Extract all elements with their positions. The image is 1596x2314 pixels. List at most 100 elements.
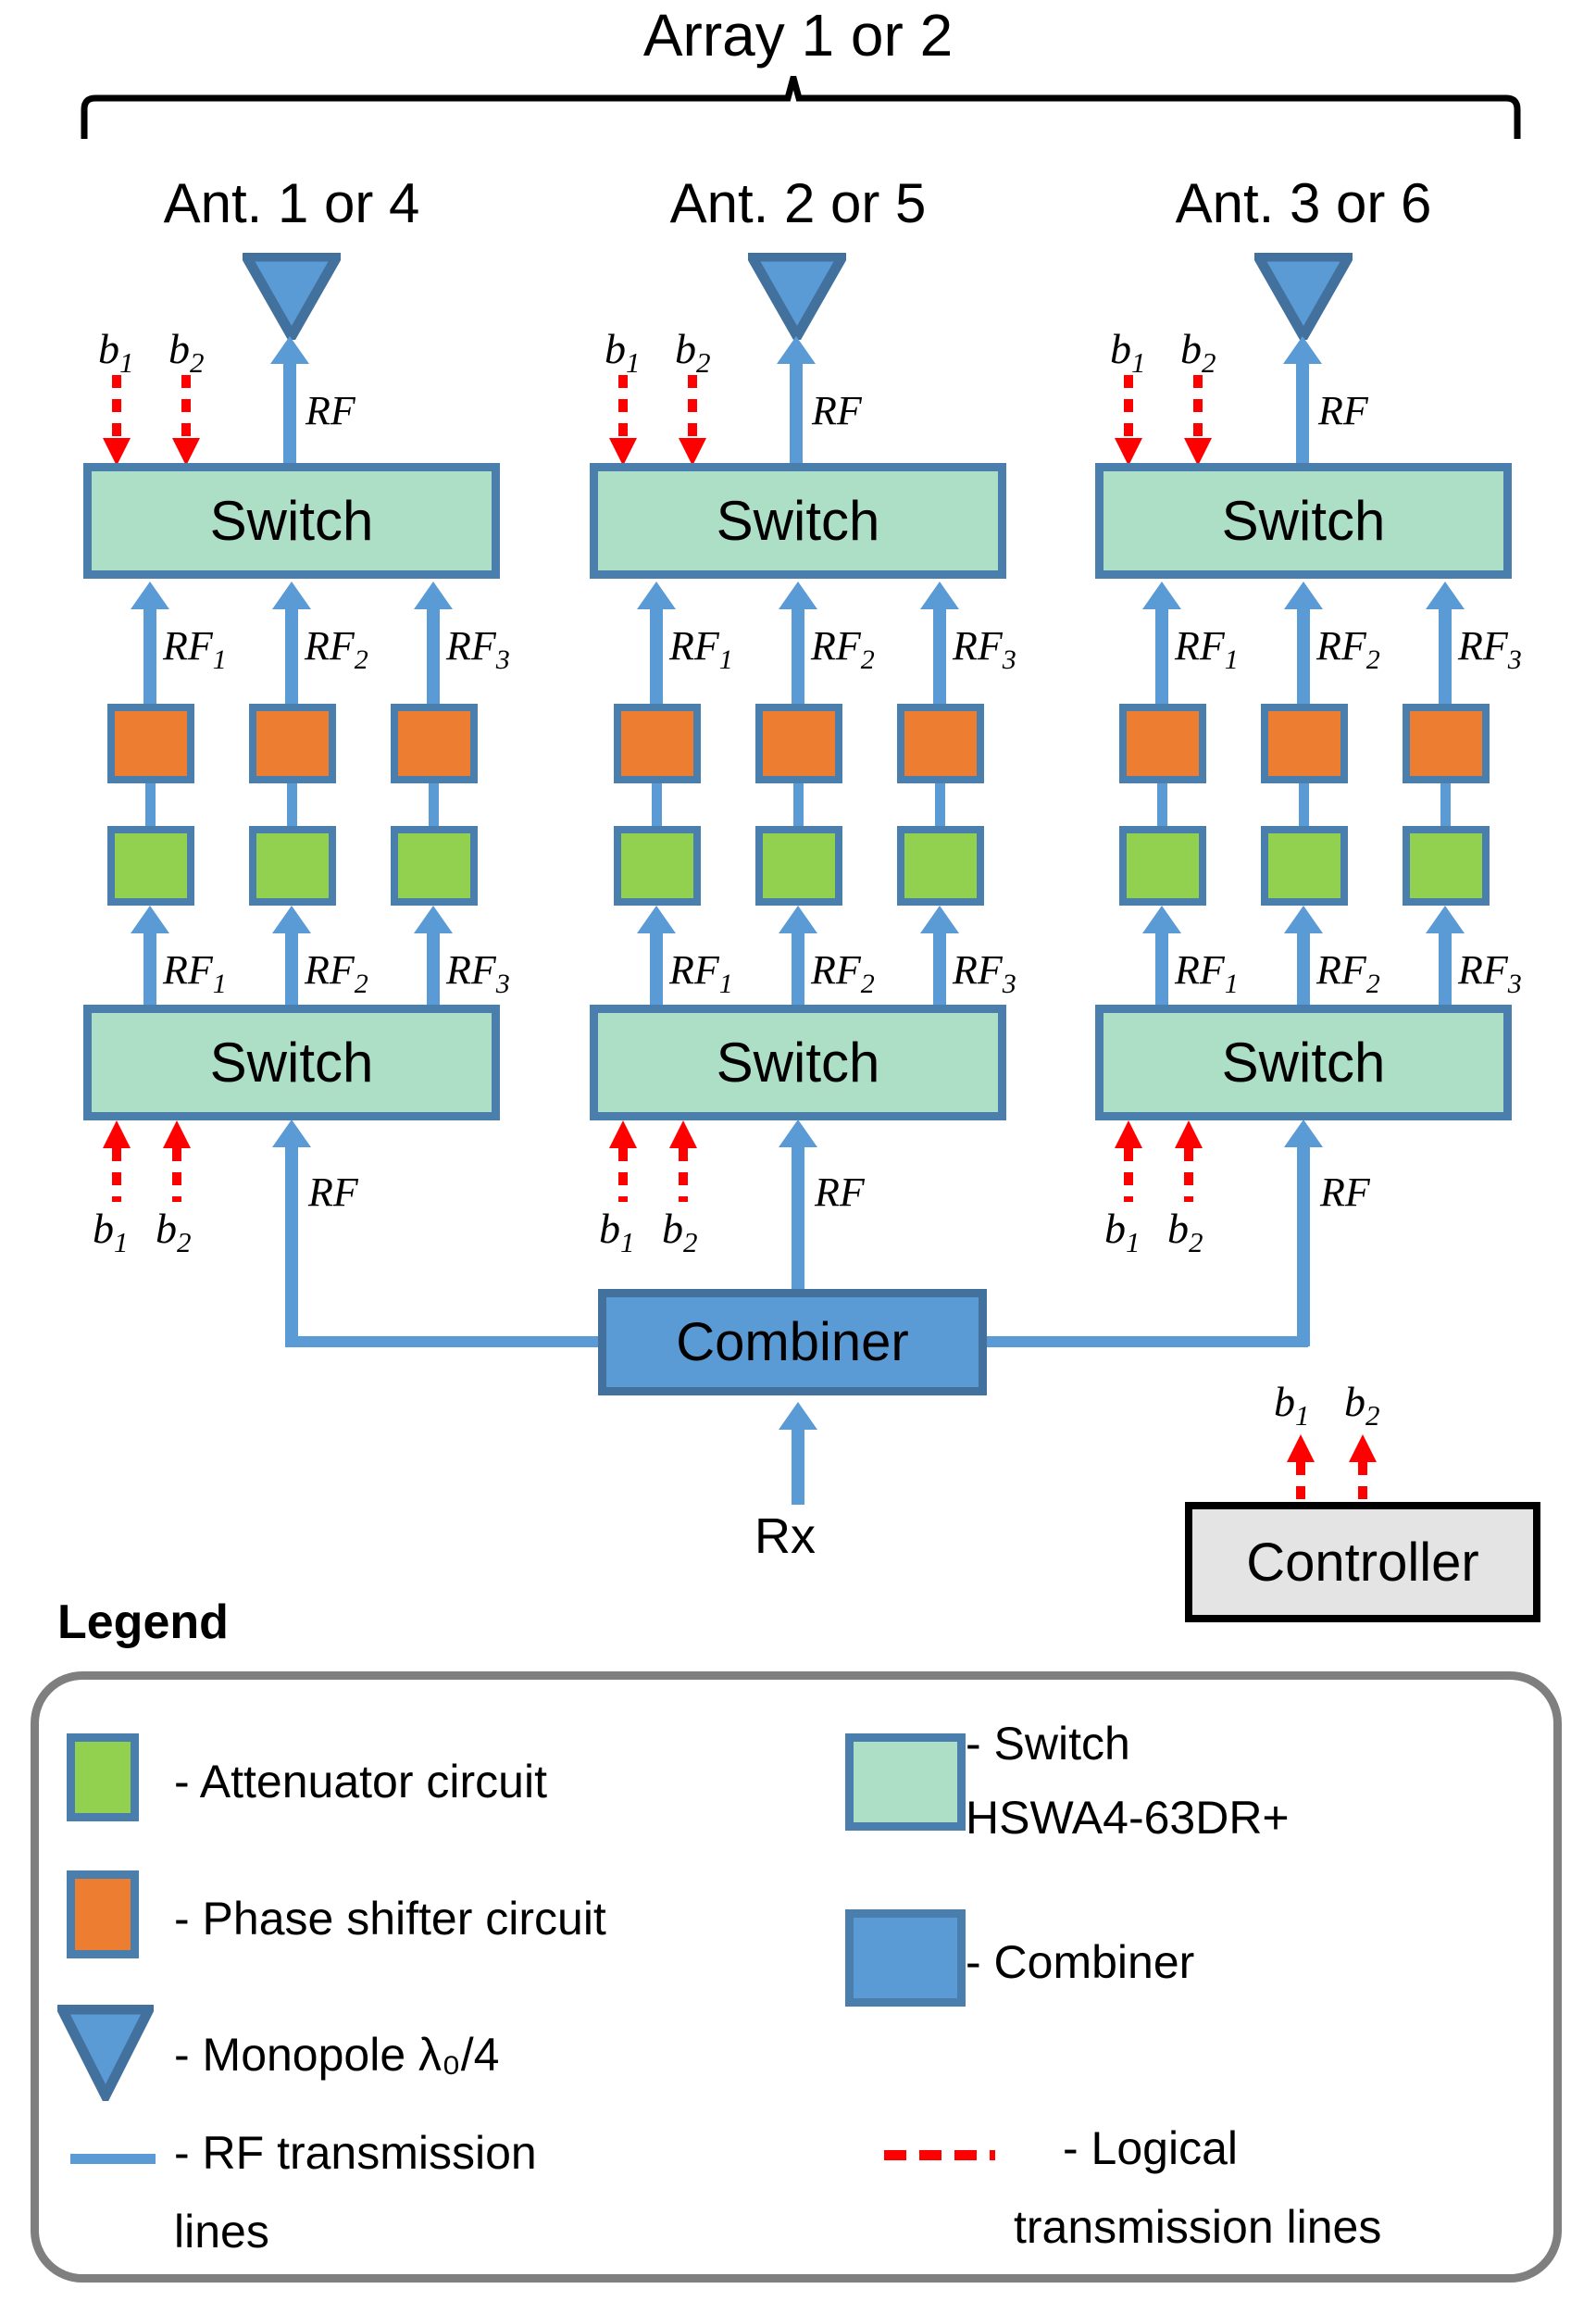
rf1-arrow-upper-1	[131, 582, 169, 609]
phase-shifter-1-2[interactable]	[249, 704, 336, 783]
switch-bottom-3[interactable]: Switch	[1095, 1005, 1512, 1120]
switch-top-2[interactable]: Switch	[590, 463, 1006, 579]
legend-label-phase-shifter: - Phase shifter circuit	[174, 1893, 606, 1945]
controller-block[interactable]: Controller	[1185, 1502, 1540, 1622]
rf-label-combiner-3: RF	[1320, 1170, 1370, 1215]
logic-arrow-top-1a	[103, 438, 131, 466]
monopole-icon-2	[748, 253, 846, 340]
logic-line-bottom-1b	[172, 1148, 181, 1202]
logic-arrow-bottom-1a	[103, 1120, 131, 1148]
rf3-arrow-lower-2	[920, 906, 959, 933]
rf-line-ant-2	[790, 361, 803, 469]
logic-arrow-top-2b	[679, 438, 706, 466]
attenuator-2-2[interactable]	[755, 826, 842, 906]
rf-label-combiner-1: RF	[308, 1170, 358, 1215]
monopole-icon-3	[1254, 253, 1353, 340]
attenuator-1-3[interactable]	[391, 826, 478, 906]
rf2-label-upper-3: RF2	[1316, 623, 1380, 675]
attenuator-3-1[interactable]	[1119, 826, 1206, 906]
attenuator-3-3[interactable]	[1403, 826, 1490, 906]
switch-bottom-2[interactable]: Switch	[590, 1005, 1006, 1120]
switch-top-1[interactable]: Switch	[83, 463, 500, 579]
rf-line-combiner-2	[792, 1144, 804, 1302]
logic-arrow-bottom-2a	[609, 1120, 637, 1148]
rf3-line-upper-2	[933, 607, 946, 704]
rf1-arrow-lower-2	[637, 906, 676, 933]
switch-top-3[interactable]: Switch	[1095, 463, 1512, 579]
controller-logic-line-b	[1358, 1462, 1367, 1503]
rf-line-ant-1	[283, 361, 296, 469]
controller-bit-label-a: b1	[1274, 1378, 1310, 1432]
logic-line-top-2b	[688, 375, 697, 440]
phase-shifter-2-1[interactable]	[614, 704, 701, 783]
attenuator-2-1[interactable]	[614, 826, 701, 906]
bit-label-bottom-3a: b1	[1104, 1205, 1141, 1259]
logic-arrow-bottom-3a	[1115, 1120, 1142, 1148]
rf3-line-upper-1	[427, 607, 440, 704]
rf1-arrow-upper-3	[1142, 582, 1181, 609]
legend-swatch-logic-line	[884, 2150, 995, 2160]
rf2-arrow-lower-1	[272, 906, 311, 933]
legend-swatch-attenuator	[67, 1733, 139, 1821]
attenuator-1-2[interactable]	[249, 826, 336, 906]
controller-logic-arrow-b	[1349, 1434, 1377, 1462]
stub-1-2	[287, 783, 297, 826]
antenna-title-1: Ant. 1 or 4	[163, 172, 420, 234]
legend-swatch-combiner	[845, 1909, 966, 2007]
logic-line-bottom-2a	[618, 1148, 628, 1202]
bit-label-top-3a: b1	[1110, 325, 1146, 380]
rf2-line-upper-2	[792, 607, 804, 704]
bit-label-top-1b: b2	[168, 325, 205, 380]
attenuator-3-2[interactable]	[1261, 826, 1348, 906]
logic-line-bottom-3a	[1124, 1148, 1133, 1202]
phase-shifter-2-2[interactable]	[755, 704, 842, 783]
rf3-line-lower-2	[933, 931, 946, 1028]
rf2-label-lower-3: RF2	[1316, 947, 1380, 999]
logic-line-top-1a	[112, 375, 121, 440]
phase-shifter-1-1[interactable]	[107, 704, 194, 783]
rf3-label-lower-2: RF3	[953, 947, 1016, 999]
legend-label-rf-line-1: - RF transmission	[174, 2127, 537, 2179]
rf2-line-upper-1	[285, 607, 298, 704]
logic-arrow-top-1b	[172, 438, 200, 466]
logic-line-bottom-3b	[1184, 1148, 1193, 1202]
legend-label-switch-2: HSWA4-63DR+	[966, 1792, 1290, 1844]
switch-bottom-1[interactable]: Switch	[83, 1005, 500, 1120]
rf3-line-lower-1	[427, 931, 440, 1028]
attenuator-2-3[interactable]	[897, 826, 984, 906]
legend-label-logic-line-1: - Logical	[1063, 2122, 1238, 2174]
rf3-line-lower-3	[1439, 931, 1452, 1028]
rf-label-ant-2: RF	[812, 388, 862, 433]
rf1-label-lower-3: RF1	[1175, 947, 1239, 999]
phase-shifter-3-3[interactable]	[1403, 704, 1490, 783]
rf1-arrow-upper-2	[637, 582, 676, 609]
stub-3-1	[1157, 783, 1167, 826]
bit-label-top-1a: b1	[98, 325, 134, 380]
rf1-label-lower-2: RF1	[669, 947, 733, 999]
phase-shifter-1-3[interactable]	[391, 704, 478, 783]
legend-title: Legend	[57, 1595, 229, 1649]
rf-arrow-ant-3	[1283, 336, 1322, 364]
attenuator-1-1[interactable]	[107, 826, 194, 906]
controller-bit-label-b: b2	[1344, 1378, 1380, 1432]
rf-arrow-combiner-1	[272, 1119, 311, 1147]
rf2-line-lower-3	[1297, 931, 1310, 1028]
logic-line-top-1b	[181, 375, 191, 440]
phase-shifter-2-3[interactable]	[897, 704, 984, 783]
logic-arrow-bottom-2b	[669, 1120, 697, 1148]
rf2-arrow-upper-1	[272, 582, 311, 609]
combiner-block[interactable]: Combiner	[598, 1289, 987, 1395]
legend-label-attenuator: - Attenuator circuit	[174, 1756, 547, 1807]
logic-line-bottom-1a	[112, 1148, 121, 1202]
phase-shifter-3-2[interactable]	[1261, 704, 1348, 783]
logic-line-top-3b	[1193, 375, 1203, 440]
legend-label-combiner: - Combiner	[966, 1936, 1195, 1988]
phase-shifter-3-1[interactable]	[1119, 704, 1206, 783]
controller-logic-line-a	[1296, 1462, 1305, 1503]
rf3-arrow-lower-1	[414, 906, 453, 933]
rf1-arrow-lower-3	[1142, 906, 1181, 933]
rf3-label-upper-2: RF3	[953, 623, 1016, 675]
rf1-line-lower-1	[143, 931, 156, 1028]
rf3-label-lower-3: RF3	[1458, 947, 1522, 999]
